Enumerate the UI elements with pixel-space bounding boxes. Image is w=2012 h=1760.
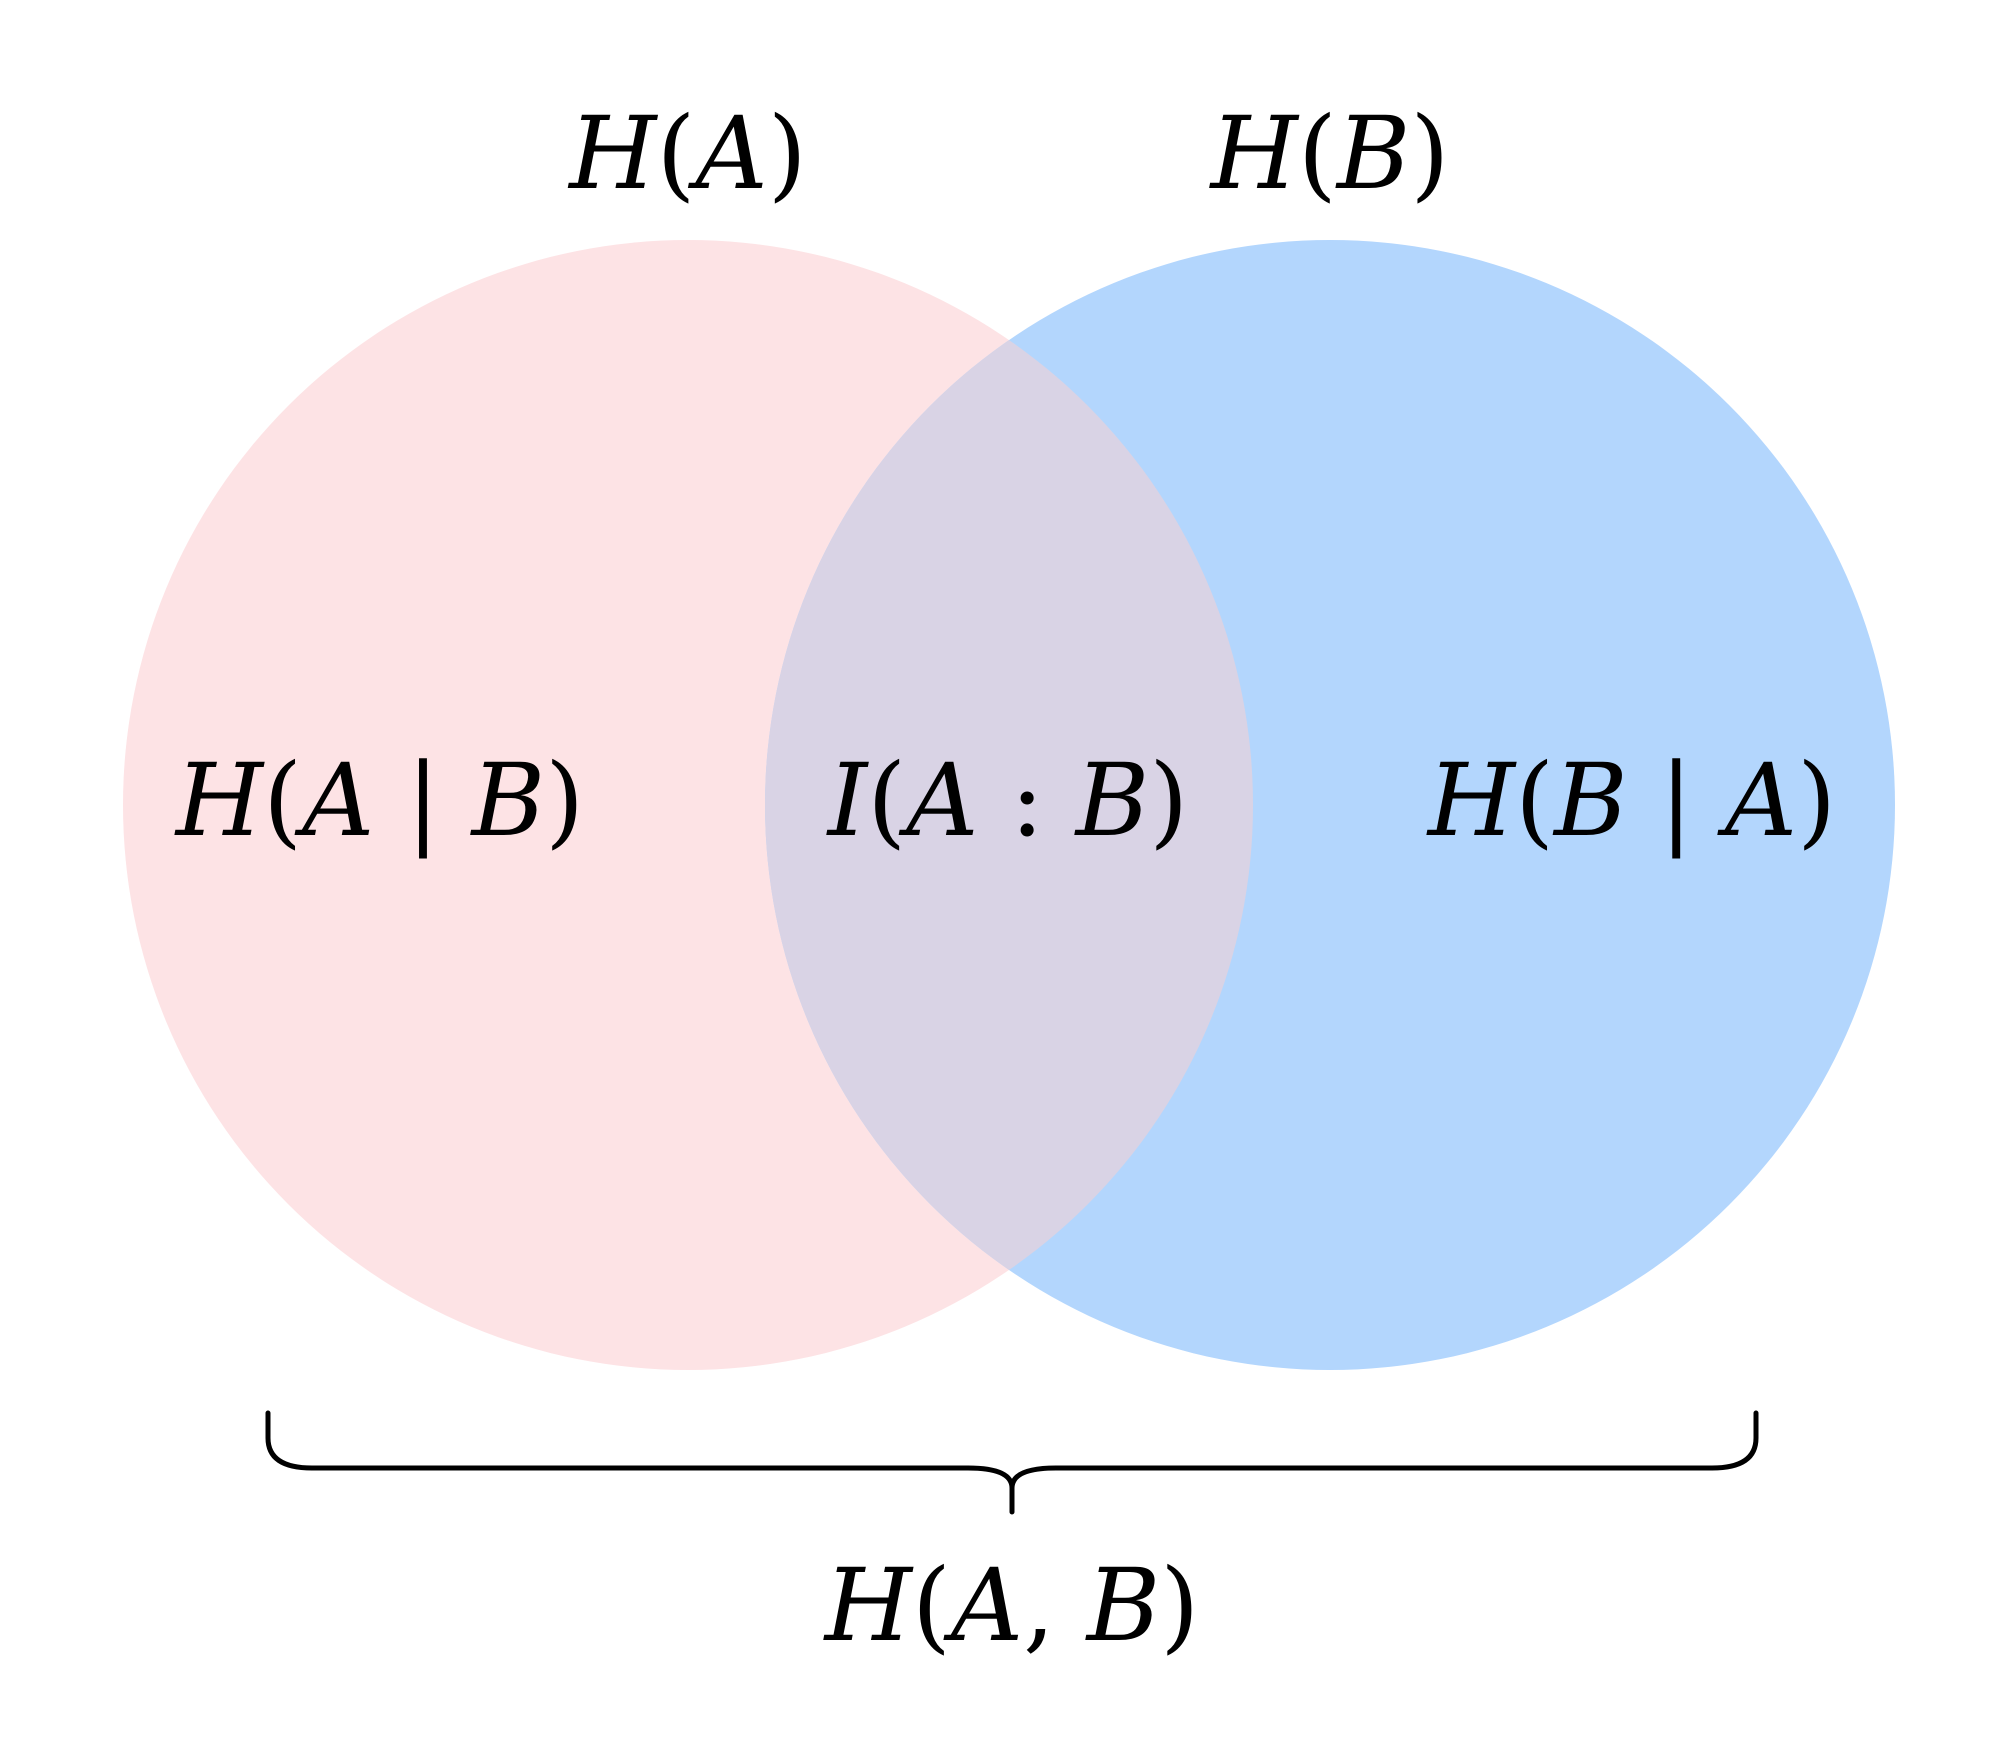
label-h-a-b: H(A, B) <box>823 1547 1200 1664</box>
intersection-region <box>765 240 1253 1370</box>
label-h-b-given-a: H(B | A) <box>1426 742 1836 859</box>
joint-entropy-brace <box>265 1410 1759 1515</box>
label-h-b: H(B) <box>1209 95 1450 212</box>
label-i-a-b: I(A : B) <box>826 742 1189 859</box>
label-h-a: H(A) <box>567 95 806 212</box>
label-h-a-given-b: H(A | B) <box>174 742 584 859</box>
